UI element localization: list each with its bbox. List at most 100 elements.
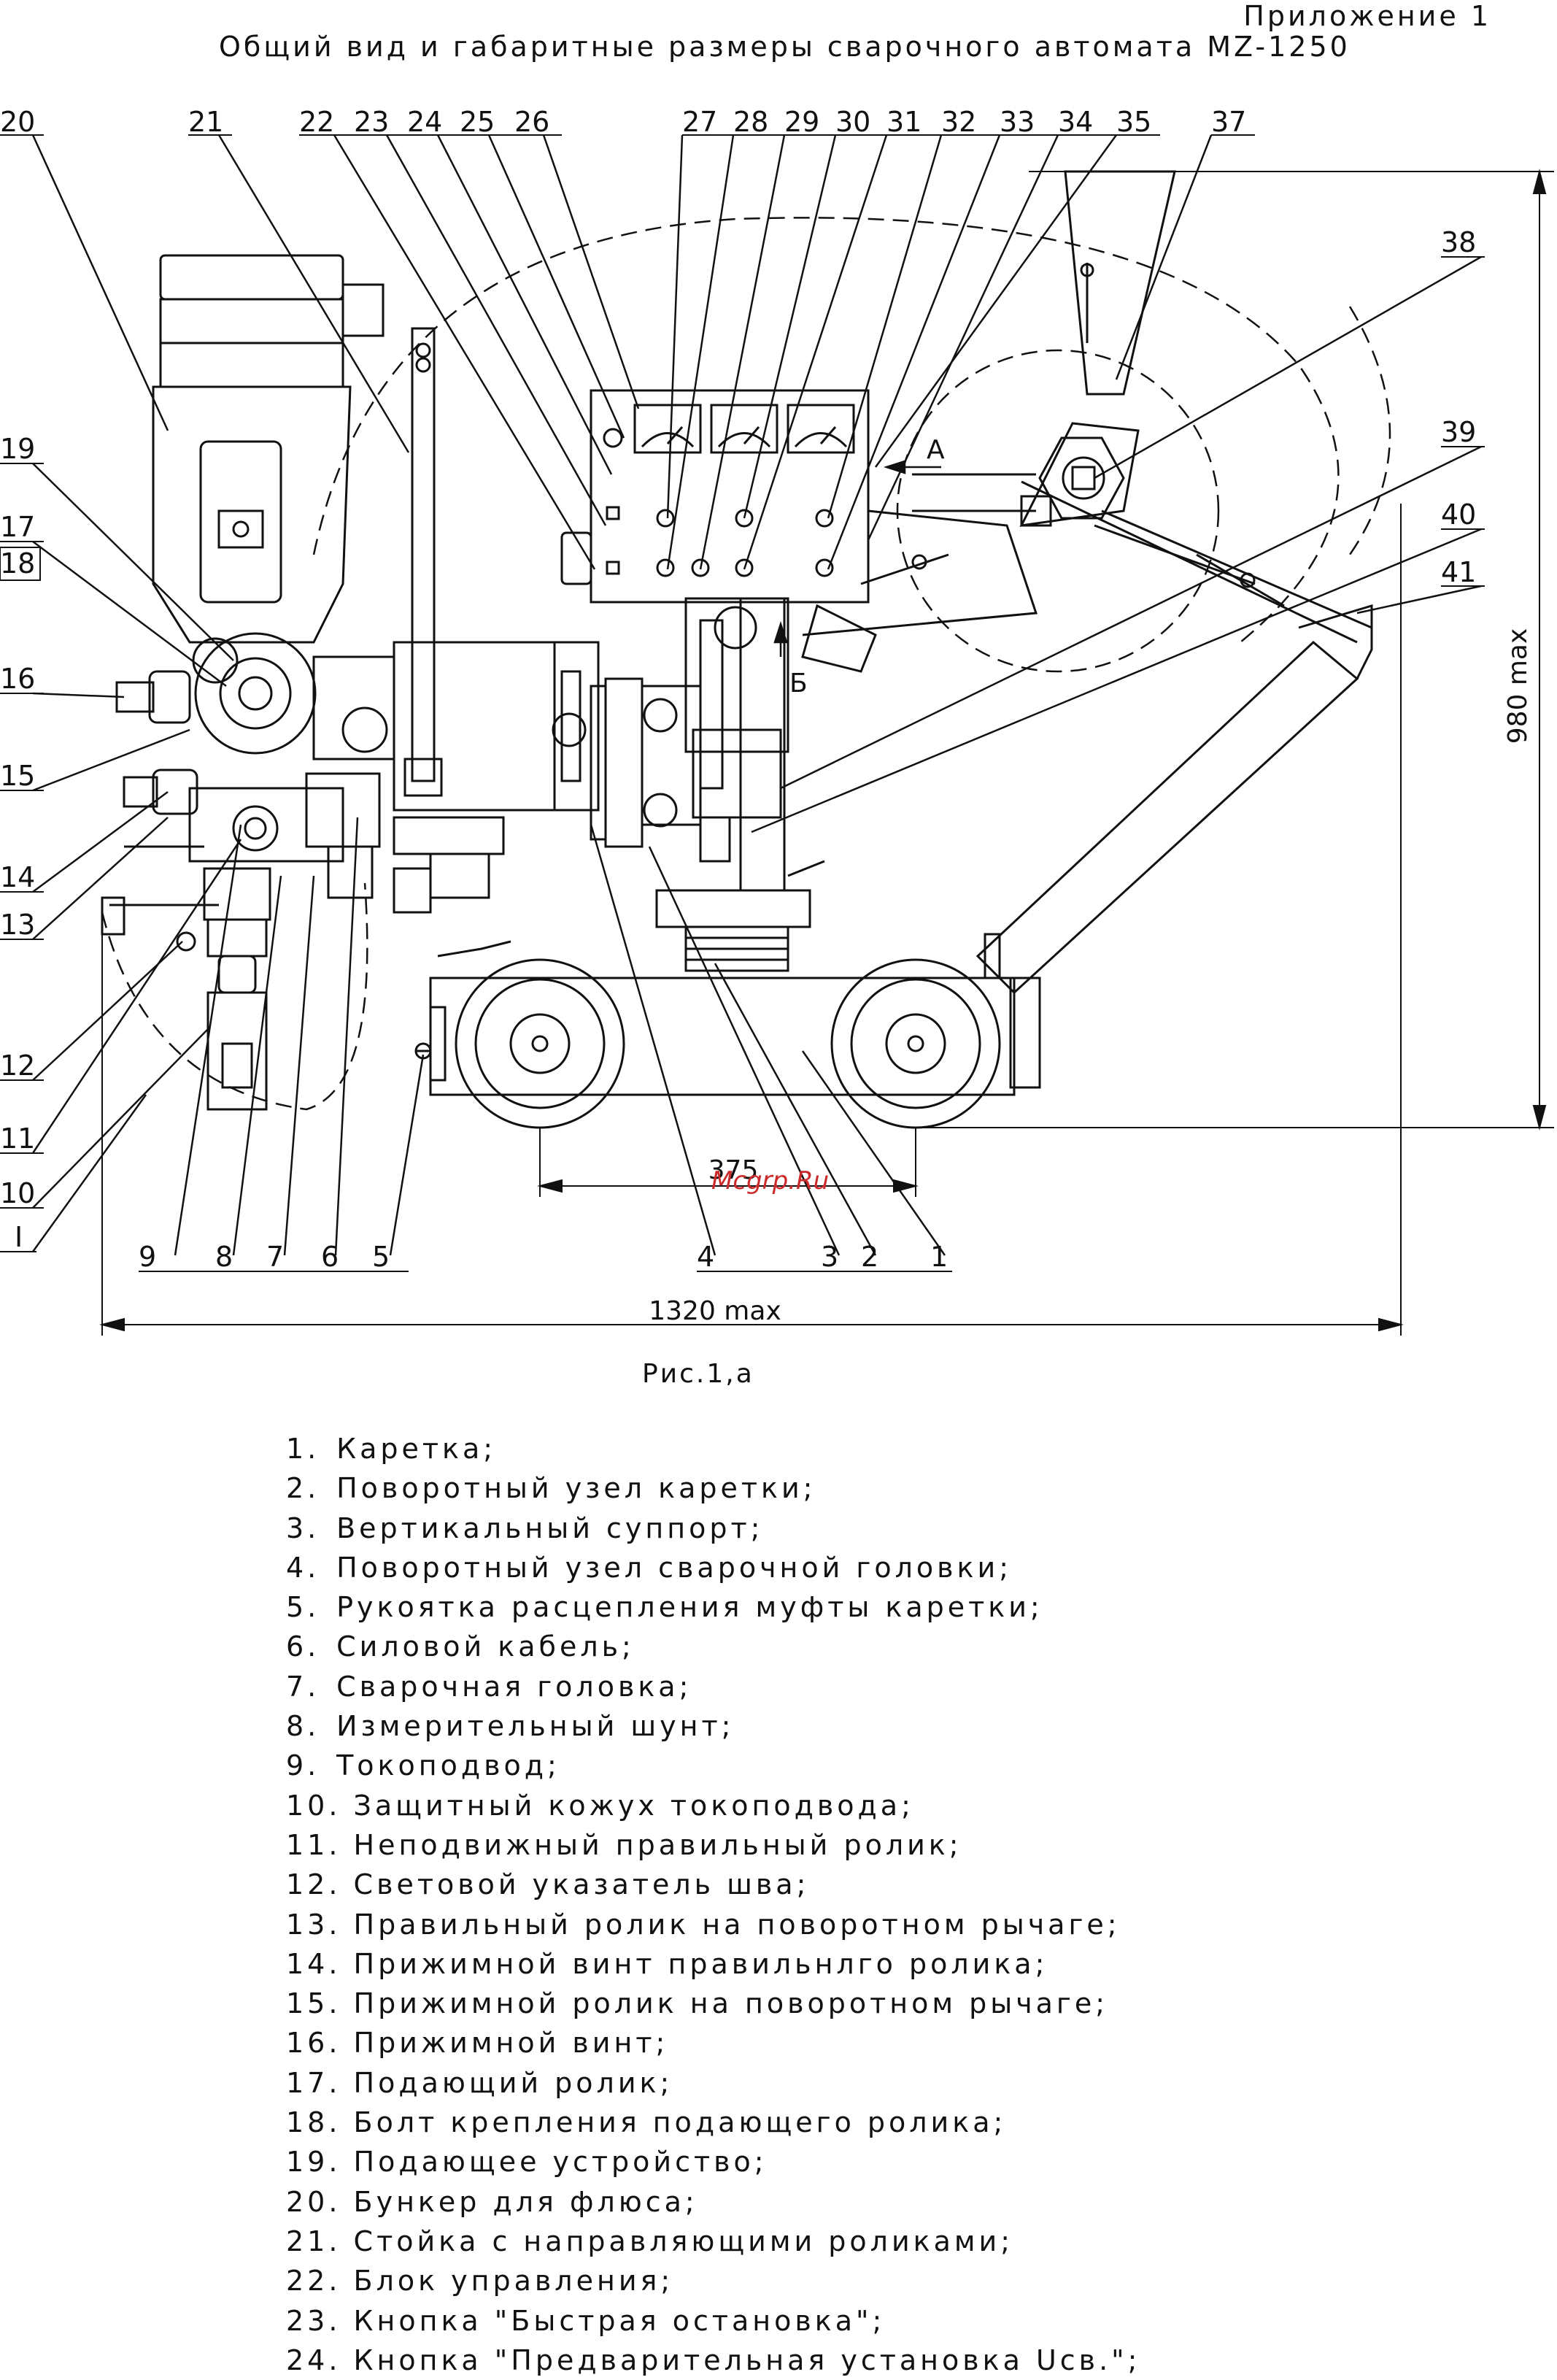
- callout-12: 12: [0, 1050, 35, 1082]
- callout-27: 27: [682, 106, 717, 138]
- legend-item: 13. Правильный ролик на поворотном рычаг…: [286, 1905, 1140, 1944]
- legend-number: 13.: [286, 1908, 341, 1941]
- callout-4: 4: [697, 1241, 714, 1273]
- legend-item: 5. Рукоятка расцепления муфты каретки;: [286, 1587, 1140, 1627]
- legend-item: 17. Подающий ролик;: [286, 2063, 1140, 2103]
- appendix-label: Приложение 1: [1243, 0, 1491, 32]
- callout-22: 22: [299, 106, 334, 138]
- legend-number: 9.: [286, 1749, 320, 1782]
- watermark: Mcgrp.Ru: [711, 1166, 830, 1195]
- legend-text: Вертикальный суппорт;: [336, 1511, 764, 1544]
- legend-text: Токоподвод;: [336, 1749, 560, 1782]
- callout-38: 38: [1441, 226, 1476, 258]
- callout-20: 20: [0, 106, 35, 138]
- contact-tip: [101, 845, 271, 1111]
- legend-item: 4. Поворотный узел сварочной головки;: [286, 1548, 1140, 1587]
- callout-16: 16: [0, 663, 35, 695]
- legend-number: 24.: [286, 2344, 341, 2376]
- legend-text: Поворотный узел сварочной головки;: [336, 1551, 1012, 1584]
- legend-item: 2. Поворотный узел каретки;: [286, 1468, 1140, 1508]
- width-dimension: 1320 max: [649, 1296, 781, 1326]
- legend-number: 5.: [286, 1591, 320, 1624]
- legend-text: Подающий ролик;: [353, 2066, 673, 2099]
- view-label-b: Б: [789, 669, 808, 698]
- legend-text: Бункер для флюса;: [353, 2185, 698, 2218]
- legend-item: 19. Подающее устройство;: [286, 2142, 1140, 2181]
- callout-19: 19: [0, 433, 35, 465]
- legend-item: 11. Неподвижный правильный ролик;: [286, 1825, 1140, 1865]
- legend-text: Каретка;: [336, 1433, 497, 1465]
- legend-number: 2.: [286, 1472, 320, 1505]
- callout-3: 3: [821, 1241, 838, 1273]
- callout-I: I: [15, 1221, 23, 1253]
- legend-item: 21. Стойка с направляющими роликами;: [286, 2222, 1140, 2261]
- callout-13: 13: [0, 909, 35, 941]
- callout-26: 26: [514, 106, 549, 138]
- callout-labels: 20 21 22 23 24 25 26 27 28 29 30 31 32 3…: [0, 106, 1476, 1273]
- callout-17: 17: [0, 511, 35, 543]
- legend-text: Рукоятка расцепления муфты каретки;: [336, 1591, 1043, 1624]
- legend-text: Защитный кожух токоподвода;: [353, 1789, 914, 1822]
- flux-hopper: [152, 254, 385, 644]
- legend-item: 23. Кнопка "Быстрая остановка";: [286, 2301, 1140, 2341]
- callout-7: 7: [266, 1241, 284, 1273]
- legend-text: Стойка с направляющими роликами;: [353, 2225, 1014, 2257]
- callout-35: 35: [1116, 106, 1151, 138]
- view-arrows: [773, 460, 941, 657]
- callout-23: 23: [354, 106, 389, 138]
- pivot-arc: [896, 349, 1220, 673]
- legend-number: 8.: [286, 1710, 320, 1743]
- legend-item: 20. Бункер для флюса;: [286, 2182, 1140, 2222]
- legend-text: Кнопка "Предварительная установка Uсв.";: [353, 2344, 1141, 2376]
- legend-number: 7.: [286, 1670, 320, 1703]
- leader-lines: [31, 134, 1482, 1256]
- legend-number: 17.: [286, 2066, 341, 2099]
- legend-number: 20.: [286, 2185, 341, 2218]
- legend-text: Световой указатель шва;: [353, 1868, 810, 1901]
- legend-number: 12.: [286, 1868, 341, 1901]
- legend-item: 9. Токоподвод;: [286, 1746, 1140, 1785]
- callout-32: 32: [941, 106, 976, 138]
- legend-item: 12. Световой указатель шва;: [286, 1865, 1140, 1904]
- legend-text: Прижимной винт правильнлго ролика;: [353, 1947, 1048, 1980]
- legend-item: 16. Прижимной винт;: [286, 2023, 1140, 2063]
- callout-underlines: [0, 134, 1485, 1272]
- callout-8: 8: [215, 1241, 233, 1273]
- callout-31: 31: [886, 106, 922, 138]
- callout-18: 18: [0, 547, 35, 579]
- legend-text: Блок управления;: [353, 2265, 674, 2298]
- legend-text: Сварочная головка;: [336, 1670, 692, 1703]
- callout-29: 29: [784, 106, 819, 138]
- legend-number: 19.: [286, 2146, 341, 2179]
- legend-number: 1.: [286, 1433, 320, 1465]
- legend-text: Силовой кабель;: [336, 1630, 635, 1663]
- legend-number: 23.: [286, 2304, 341, 2337]
- callout-33: 33: [1000, 106, 1035, 138]
- callout-18-frame: [0, 547, 41, 581]
- legend-text: Кнопка "Быстрая остановка";: [353, 2304, 886, 2337]
- legend-number: 16.: [286, 2027, 341, 2060]
- legend-number: 6.: [286, 1630, 320, 1663]
- legend-number: 15.: [286, 1987, 341, 2020]
- guide-stand: [403, 327, 443, 797]
- legend-item: 15. Прижимной ролик на поворотном рычаге…: [286, 1984, 1140, 2023]
- callout-14: 14: [0, 861, 35, 893]
- legend-item: 10. Защитный кожух токоподвода;: [286, 1786, 1140, 1825]
- view-label-a: А: [927, 435, 945, 465]
- dimension-texts: 980 max 1320 max 375 А Б: [649, 435, 1533, 1326]
- callout-10: 10: [0, 1177, 35, 1209]
- legend-number: 3.: [286, 1511, 320, 1544]
- legend-item: 8. Измерительный шунт;: [286, 1706, 1140, 1746]
- legend-item: 18. Болт крепления подающего ролика;: [286, 2103, 1140, 2142]
- legend-item: 24. Кнопка "Предварительная установка Uс…: [286, 2341, 1140, 2380]
- callout-39: 39: [1441, 416, 1476, 448]
- callout-1: 1: [930, 1241, 948, 1273]
- legend-item: 7. Сварочная головка;: [286, 1667, 1140, 1706]
- legend-text: Измерительный шунт;: [336, 1710, 735, 1743]
- legend-text: Прижимной винт;: [353, 2027, 669, 2060]
- callout-9: 9: [139, 1241, 156, 1273]
- legend-number: 22.: [286, 2265, 341, 2298]
- legend-item: 14. Прижимной винт правильнлго ролика;: [286, 1944, 1140, 1984]
- legend-number: 14.: [286, 1947, 341, 1980]
- legend-item: 3. Вертикальный суппорт;: [286, 1509, 1140, 1548]
